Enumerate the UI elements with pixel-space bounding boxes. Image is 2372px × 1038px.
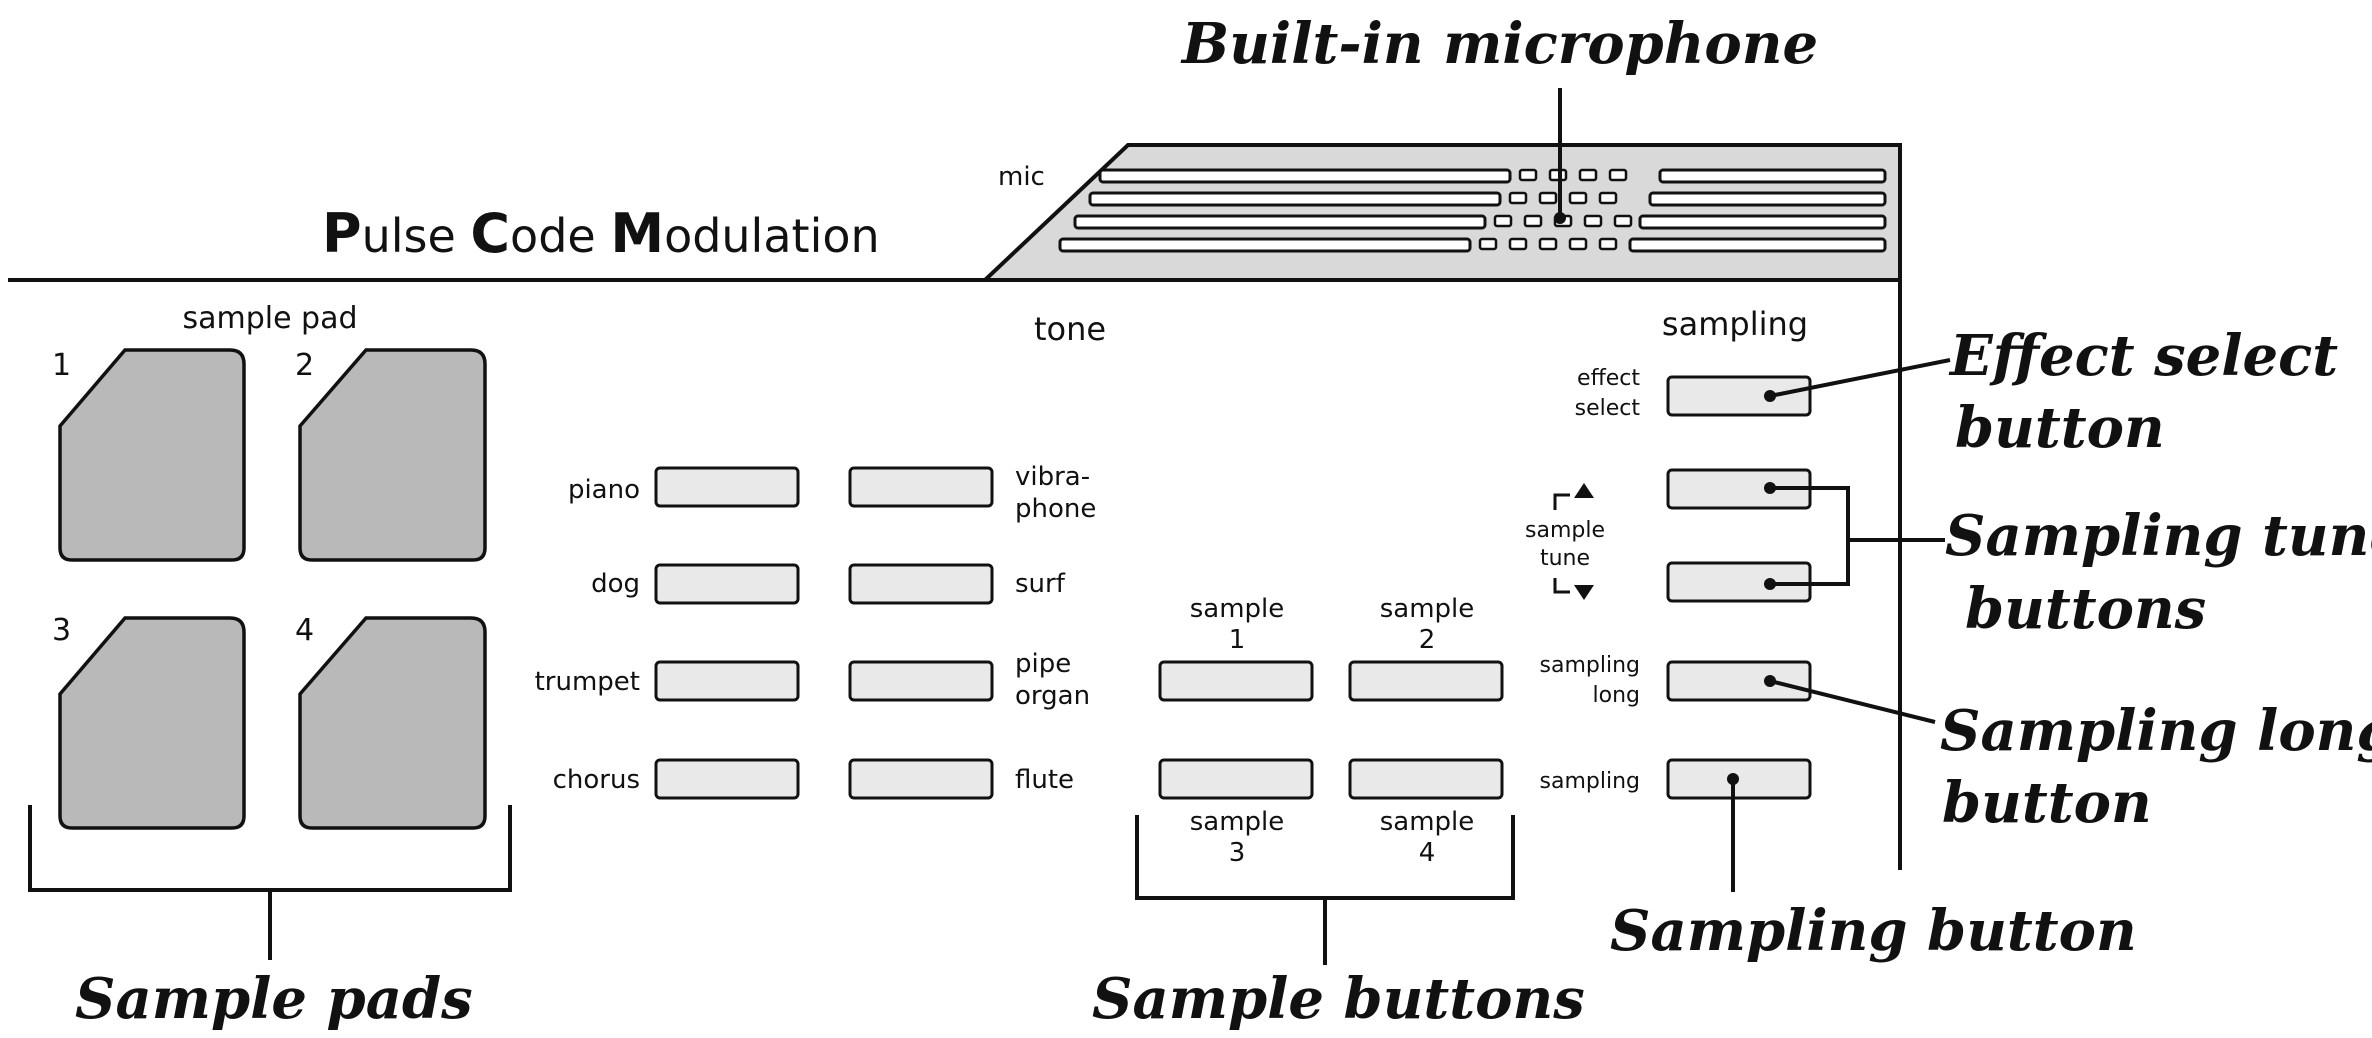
sample-4-label-1: sample (1380, 807, 1475, 837)
leader-dot (1727, 773, 1739, 785)
panel-title: Pulse Code Modulation (322, 202, 880, 265)
sample-pads: 1 2 3 4 (52, 348, 487, 830)
leader-dot (1764, 675, 1776, 687)
mic-slot (1638, 214, 1887, 230)
effect-select-leader (1769, 358, 1951, 398)
callout-sample-pads: Sample pads (75, 966, 473, 1032)
leader-dot (1764, 578, 1776, 590)
tone-button-flute[interactable] (848, 758, 994, 800)
mic-slot (1058, 237, 1472, 253)
tone-button-trumpet[interactable] (654, 660, 800, 702)
sample-tune-label-1: sample (1525, 518, 1605, 543)
triangle-up-icon (1574, 483, 1594, 498)
tone-button-dog[interactable] (654, 563, 800, 605)
tone-label-trumpet: trumpet (535, 667, 640, 697)
callout-sample-buttons: Sample buttons (1092, 966, 1585, 1032)
sample-button-1[interactable] (1158, 660, 1314, 702)
tone-label-pipe-organ-2: organ (1015, 681, 1090, 711)
sample-pad-label: sample pad (182, 301, 357, 336)
mic-slot (1658, 168, 1887, 184)
effect-select-label-2: select (1575, 396, 1641, 421)
sample-pad-1[interactable] (58, 348, 246, 562)
sample-button-3[interactable] (1158, 758, 1314, 800)
callout-sampling-tune-1: Sampling tune (1945, 503, 2372, 569)
pad-number: 3 (52, 613, 71, 648)
callout-effect-select-1: Effect select (1948, 323, 2338, 389)
sample-1-label-2: 1 (1229, 625, 1246, 655)
leader-dot (1554, 212, 1566, 224)
sampling-controls: effect select sample tune sampling long … (1525, 366, 1812, 800)
sample-2-label-2: 2 (1419, 625, 1436, 655)
sample-button-2[interactable] (1348, 660, 1504, 702)
tone-button-chorus[interactable] (654, 758, 800, 800)
tone-label-vibraphone-2: phone (1015, 494, 1096, 524)
mic-label: mic (998, 162, 1045, 192)
mic-slot (1648, 191, 1887, 207)
callout-sampling-long-1: Sampling long (1940, 698, 2372, 764)
callout-sampling-tune-2: buttons (1965, 576, 2206, 642)
tone-label-vibraphone-1: vibra- (1015, 462, 1090, 492)
sample-pad-3[interactable] (58, 616, 246, 830)
pad-number: 4 (295, 613, 314, 648)
callout-sampling-long-2: button (1942, 770, 2152, 836)
pad-number: 2 (295, 348, 314, 383)
sampling-button-label: sampling (1540, 769, 1640, 794)
callout-effect-select-2: button (1955, 395, 2165, 461)
tone-button-piano[interactable] (654, 466, 800, 508)
tone-button-surf[interactable] (848, 563, 994, 605)
sample-pad-4[interactable] (298, 616, 487, 830)
leader-dot (1764, 390, 1776, 402)
tone-button-vibraphone[interactable] (848, 466, 994, 508)
tone-label-flute: flute (1015, 765, 1074, 795)
sampling-tune-leader (1770, 486, 1850, 586)
callout-leaders (1554, 88, 1951, 892)
sample-3-label-2: 3 (1229, 838, 1246, 868)
sampling-long-button[interactable] (1666, 660, 1812, 702)
microphone-housing: mic (979, 143, 1902, 282)
sample-button-4[interactable] (1348, 758, 1504, 800)
tune-down-arrow-line (1553, 578, 1570, 594)
effect-select-label-1: effect (1577, 366, 1640, 391)
sample-tune-label-2: tune (1540, 546, 1590, 571)
tone-label-piano: piano (568, 475, 640, 505)
callout-built-in-microphone: Built-in microphone (1180, 11, 1818, 77)
sample-4-label-2: 4 (1419, 838, 1436, 868)
tone-label-surf: surf (1015, 569, 1066, 599)
tone-label-chorus: chorus (553, 765, 640, 795)
sample-2-label-1: sample (1380, 594, 1475, 624)
effect-select-button[interactable] (1666, 375, 1812, 417)
sample-pad-2[interactable] (298, 348, 487, 562)
sampling-long-label-1: sampling (1540, 653, 1640, 678)
callout-sampling-button: Sampling button (1610, 898, 2137, 964)
sampling-long-leader (1769, 679, 1936, 724)
tone-label-dog: dog (591, 569, 640, 599)
tone-label: tone (1034, 310, 1106, 348)
sampling-label: sampling (1662, 305, 1808, 343)
mic-slot (1098, 168, 1512, 184)
tone-buttons: piano vibra- phone dog surf trumpet pipe… (535, 462, 1096, 800)
pad-number: 1 (52, 348, 71, 383)
mic-slot (1628, 237, 1887, 253)
mic-slot (1073, 214, 1487, 230)
triangle-down-icon (1574, 585, 1594, 600)
tone-label-pipe-organ-1: pipe (1015, 649, 1071, 679)
tune-up-arrow-line (1553, 493, 1570, 510)
sampling-long-label-2: long (1593, 683, 1640, 708)
tone-button-pipe-organ[interactable] (848, 660, 994, 702)
mic-slot (1088, 191, 1502, 207)
sample-buttons: sample 1 sample 2 sample 3 sample 4 (1158, 594, 1504, 868)
sample-3-label-1: sample (1190, 807, 1285, 837)
sample-1-label-1: sample (1190, 594, 1285, 624)
leader-dot (1764, 482, 1776, 494)
